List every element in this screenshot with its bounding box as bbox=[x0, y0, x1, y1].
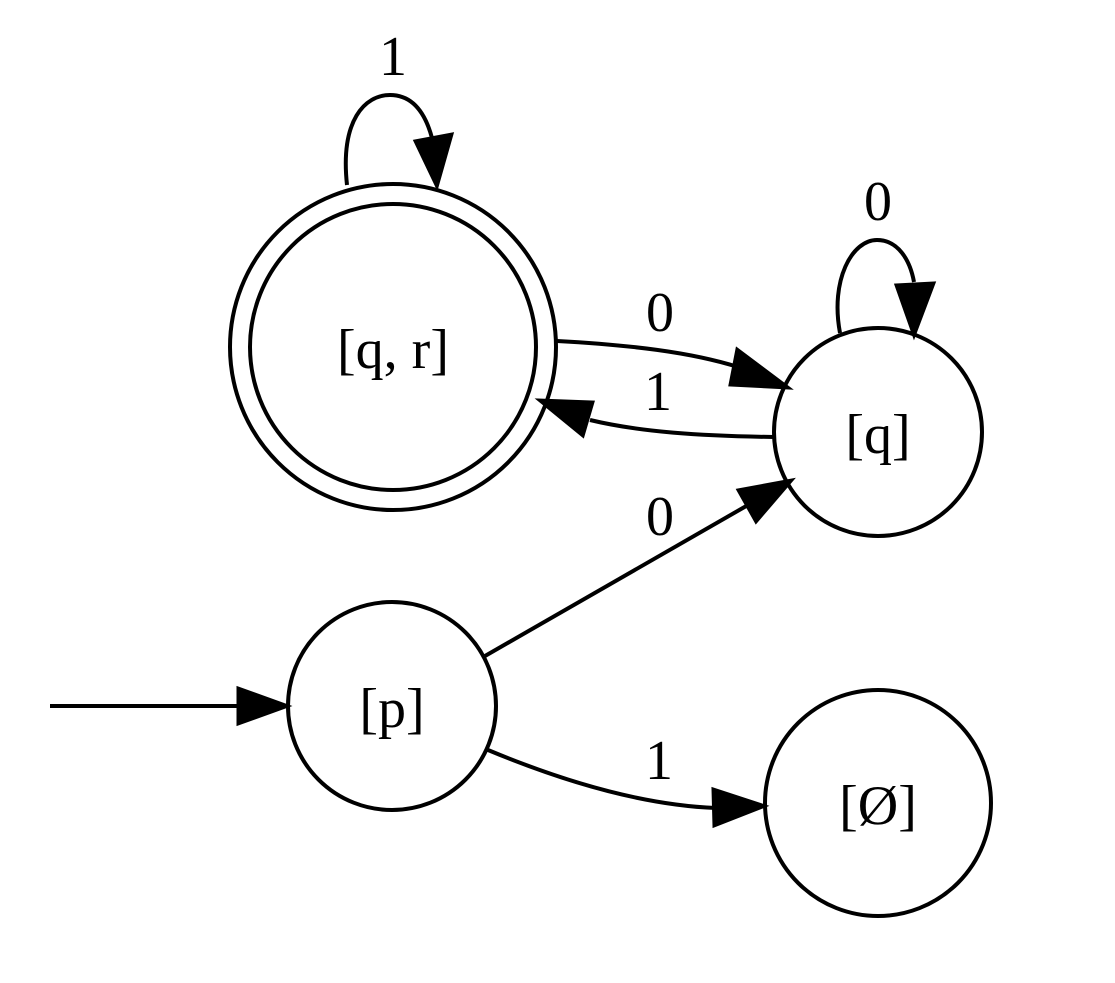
state-qr: [q, r] bbox=[228, 182, 558, 512]
transition-qr-qr: 1 bbox=[343, 26, 455, 192]
state-empty: [Ø] bbox=[763, 688, 993, 918]
state-empty-label: [Ø] bbox=[839, 775, 917, 837]
transition-q-qr-arrowhead bbox=[534, 398, 595, 439]
transition-p-empty: 1 bbox=[487, 730, 770, 829]
transition-q-q-arrowhead bbox=[893, 281, 937, 341]
transition-qr-q-path bbox=[556, 339, 739, 369]
state-q-label: [q] bbox=[845, 404, 910, 466]
state-empty-circle bbox=[763, 688, 993, 918]
state-qr-label: [q, r] bbox=[337, 319, 449, 381]
transition-p-q-path bbox=[484, 503, 749, 658]
transition-p-empty-label: 1 bbox=[645, 730, 673, 792]
transition-p-q-arrowhead bbox=[735, 477, 796, 525]
transition-qr-q: 0 bbox=[556, 282, 794, 390]
transition-q-q: 0 bbox=[835, 171, 937, 341]
state-qr-outer-ring bbox=[228, 182, 558, 512]
transition-q-q-path bbox=[835, 237, 916, 334]
start-arrow bbox=[50, 685, 293, 727]
state-p-label: [p] bbox=[359, 678, 424, 740]
transition-q-qr: 1 bbox=[534, 361, 775, 439]
transition-q-qr-path bbox=[589, 418, 775, 439]
transition-qr-q-label: 0 bbox=[646, 282, 674, 344]
state-q: [q] bbox=[772, 326, 984, 538]
state-q-circle bbox=[772, 326, 984, 538]
transition-p-q-label: 0 bbox=[646, 486, 674, 548]
transition-qr-qr-arrowhead bbox=[412, 132, 455, 192]
state-p: [p] bbox=[286, 600, 498, 812]
transition-p-q: 0 bbox=[484, 477, 796, 658]
transition-q-q-label: 0 bbox=[864, 171, 892, 233]
start-arrow-head bbox=[236, 685, 293, 727]
transition-p-empty-arrowhead bbox=[711, 786, 770, 829]
transition-p-empty-path bbox=[487, 748, 717, 810]
transition-qr-qr-label: 1 bbox=[379, 26, 407, 88]
state-qr-inner-ring bbox=[248, 202, 538, 492]
transition-qr-q-arrowhead bbox=[728, 346, 794, 390]
transition-q-qr-label: 1 bbox=[644, 361, 672, 423]
transition-qr-qr-path bbox=[343, 92, 434, 186]
